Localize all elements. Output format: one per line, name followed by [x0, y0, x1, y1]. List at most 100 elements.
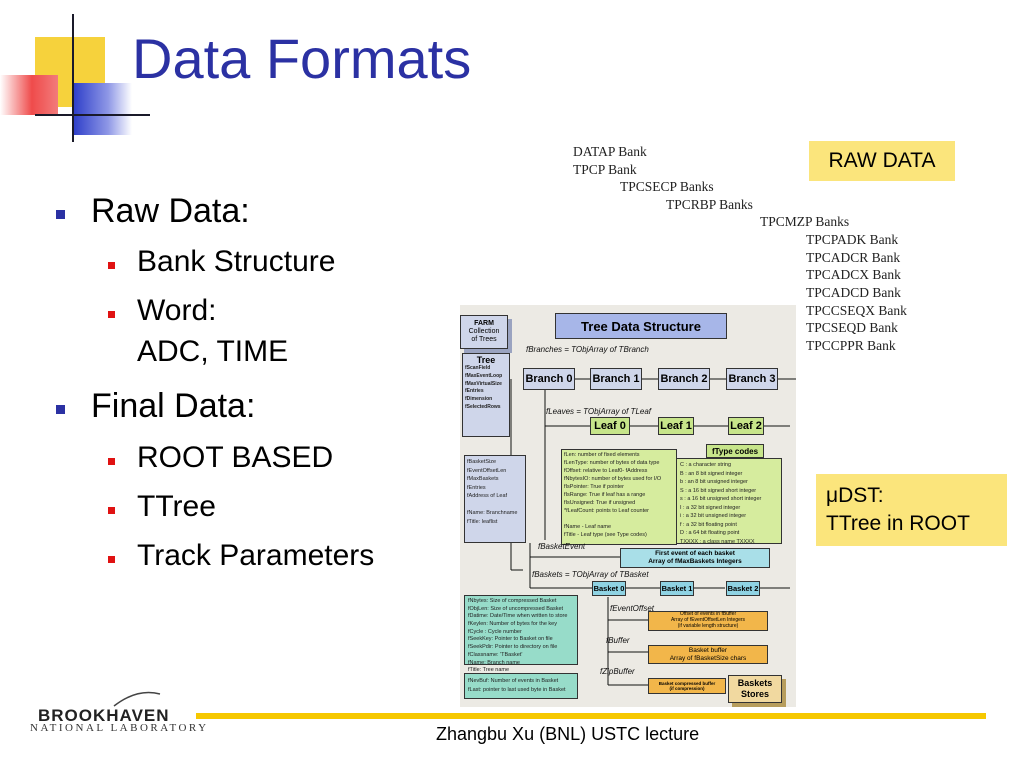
basket-buffer-text: Basket buffer — [688, 646, 728, 654]
event-offset-label: fEventOffset — [610, 604, 655, 613]
bank-item: TPCCSEQX Bank — [806, 303, 907, 318]
basket-field: fTitle: Tree name — [468, 667, 510, 674]
bank-item: DATAP Bank — [573, 144, 647, 159]
raw-data-label: RAW DATA — [828, 149, 936, 172]
leaf-fields-box: fLen: number of fixed elements fLenType:… — [561, 449, 677, 545]
baskets-label: fBaskets = TObjArray of TBasket — [532, 570, 649, 579]
bank-item: TPCADCR Bank — [806, 250, 901, 265]
leaf-field: fIsRange: True if leaf has a range — [564, 491, 646, 498]
first-event-text: First event of each basket — [655, 550, 735, 558]
bank-item: TPCRBP Banks — [666, 197, 753, 212]
basket-field: fSeekPdir: Pointer to directory on file — [468, 644, 558, 651]
footer-text: Zhangbu Xu (BNL) USTC lecture — [436, 724, 700, 744]
event-offset-text: Offset of events in fBuffer — [679, 611, 737, 618]
basket-event-label: fBasketEvent — [538, 542, 586, 551]
leaf-field: fLen: number of fixed elements — [564, 452, 640, 458]
sub-bullet-square-icon — [108, 311, 115, 318]
type-codes-box: C : a character string B : an 8 bit sign… — [676, 458, 782, 545]
bnl-logo-subtitle: NATIONAL LABORATORY — [30, 722, 209, 734]
branch-field: fEventOffsetLen — [467, 467, 507, 474]
baskets-stores-box: Baskets Stores — [728, 675, 782, 703]
bullet-final-data: Final Data: — [91, 387, 256, 425]
leaves-label: fLeaves = TObjArray of TLeaf — [546, 407, 652, 416]
leaf-field: fName - Leaf name — [564, 523, 612, 530]
event-offset-text: (if variable length structure) — [677, 622, 739, 629]
compressed-buffer-text: (if compression) — [669, 686, 705, 691]
leaf-field: fIsPointer: True if pointer — [564, 483, 624, 490]
farm-label: FARM — [474, 320, 494, 328]
bnl-logo-wordmark: BROOKHAVEN — [38, 706, 170, 725]
basket-field: fCycle : Cycle number — [468, 628, 522, 635]
mudst-callout: μDST: TTree in ROOT — [816, 474, 1007, 546]
buffer-label: fBuffer — [606, 636, 630, 645]
branch-field: fBasketSize — [467, 459, 497, 465]
decor-blue-square — [72, 83, 132, 135]
tree-field: fSelectedRows — [465, 403, 501, 410]
decor-horizontal-line — [35, 114, 150, 116]
bank-item: TPCCPPR Bank — [806, 338, 896, 353]
stores-text: Baskets — [737, 678, 773, 689]
type-codes-title: fType codes — [706, 444, 764, 458]
basket-field: fNbytes: Size of compressed Basket — [468, 598, 557, 604]
leaf-node: Leaf 1 — [658, 417, 694, 435]
basket-node: Basket 0 — [592, 581, 626, 596]
basket-fields-box-2: fNevBuf: Number of events in Basket fLas… — [464, 673, 578, 699]
tree-box: Tree fScanField fMaxEventLoop fMaxVirtua… — [462, 353, 510, 437]
tree-label: Tree — [476, 355, 496, 365]
tree-field: fMaxEventLoop — [465, 372, 503, 379]
branch-node: Branch 0 — [523, 368, 575, 390]
basket-field: fSeekKey: Pointer to Basket on file — [468, 636, 553, 643]
basket-field: fClassname: 'TBasket' — [468, 651, 523, 658]
bank-item: TPCADCD Bank — [806, 285, 901, 300]
branch-fields-box: fBasketSize fEventOffsetLen fMaxBaskets … — [464, 455, 526, 543]
branch-node: Branch 1 — [590, 368, 642, 390]
bullet-word-detail: ADC, TIME — [137, 335, 289, 368]
farm-label: of Trees — [471, 335, 497, 343]
type-code: C : a character string — [680, 462, 732, 468]
bank-item: TPCMZP Banks — [760, 214, 850, 229]
basket-buffer-text: Array of fBasketSize chars — [669, 654, 747, 662]
basket-node: Basket 1 — [660, 581, 694, 596]
bullet-square-icon — [56, 210, 65, 219]
leaf-field: *fLeafCount: points to Leaf counter — [564, 507, 650, 514]
bullet-root-based: ROOT BASED — [137, 441, 334, 474]
basket-field: fDatime: Date/Time when written to store — [468, 613, 568, 620]
sub-bullet-square-icon — [108, 507, 115, 514]
branch-field: fAddress of Leaf — [467, 493, 508, 500]
bullet-word: Word: — [137, 294, 217, 327]
mudst-title: μDST: — [826, 484, 884, 507]
tree-field: fDimension — [465, 396, 493, 402]
type-code: S : a 16 bit signed short integer — [680, 487, 757, 494]
basket-field: fKeylen: Number of bytes for the key — [468, 621, 557, 628]
farm-label: Collection — [468, 328, 500, 336]
leaf-field: fNbytesIO: number of bytes used for I/O — [564, 475, 662, 482]
bullet-ttree: TTree — [137, 490, 216, 523]
stores-text: Stores — [740, 689, 769, 699]
mudst-description: TTree in ROOT — [826, 512, 970, 535]
tree-data-structure-diagram: FARM Collection of Trees Tree Data Struc… — [460, 305, 796, 707]
first-event-text: Array of fMaxBaskets Integers — [648, 558, 742, 565]
event-offset-box: Offset of events in fBuffer Array of fEv… — [648, 611, 768, 631]
bullet-track-parameters: Track Parameters — [137, 539, 375, 572]
sub-bullet-square-icon — [108, 458, 115, 465]
bank-item: TPCSECP Banks — [620, 179, 714, 194]
sub-bullet-square-icon — [108, 262, 115, 269]
basket-fields-box: fNbytes: Size of compressed Basket fObjL… — [464, 595, 578, 673]
event-offset-text: Array of fEventOffsetLen Integers — [670, 617, 746, 624]
branch-field: fName: Branchname — [467, 510, 518, 517]
type-code: i : a 32 bit unsigned integer — [680, 513, 747, 520]
decor-red-bar — [0, 75, 58, 115]
leaf-field: fIsUnsigned: True if unsigned — [564, 499, 636, 506]
bank-item: TPCP Bank — [573, 162, 637, 177]
raw-data-callout: RAW DATA — [809, 141, 955, 181]
branch-field: fTitle: leaflist — [467, 518, 498, 525]
bank-item: TPCSEQD Bank — [806, 320, 898, 335]
basket-field: fNevBuf: Number of events in Basket — [468, 678, 559, 684]
basket-field: fName: Branch name — [468, 659, 520, 666]
leaf-field: fTitle - Leaf type (see Type codes) — [564, 531, 647, 538]
branch-node: Branch 3 — [726, 368, 778, 390]
first-event-box: First event of each basket Array of fMax… — [620, 548, 770, 568]
zip-buffer-label: fZipBuffer — [600, 667, 635, 676]
tree-field: fScanField — [465, 365, 491, 371]
leaf-node: Leaf 2 — [728, 417, 764, 435]
